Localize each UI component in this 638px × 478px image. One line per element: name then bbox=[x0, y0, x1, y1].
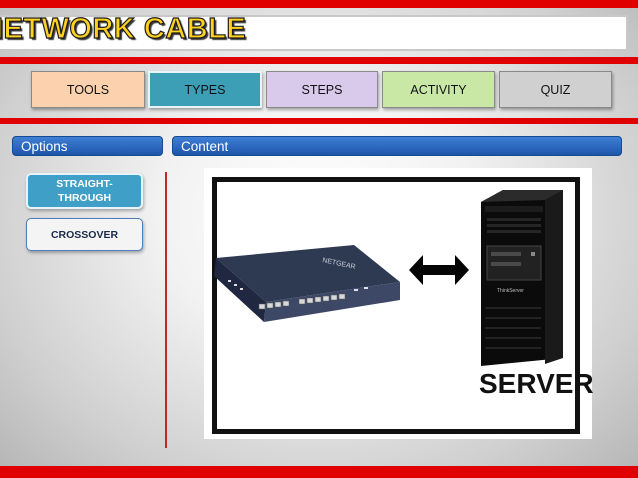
straight-through-label: STRAIGHT-THROUGH bbox=[56, 178, 113, 204]
switch-ports bbox=[258, 293, 346, 310]
straight-through-button[interactable]: STRAIGHT-THROUGH bbox=[26, 173, 143, 209]
server-label: SERVER bbox=[479, 368, 594, 399]
content-header: Content bbox=[172, 136, 622, 156]
tab-steps[interactable]: STEPS bbox=[266, 71, 378, 108]
content-header-label: Content bbox=[181, 138, 229, 154]
tab-quiz-label: QUIZ bbox=[540, 82, 571, 97]
options-header: Options bbox=[12, 136, 163, 156]
title-underline-band bbox=[0, 57, 638, 64]
bottom-red-band bbox=[0, 466, 638, 478]
crossover-label: CROSSOVER bbox=[50, 228, 119, 241]
server-tower-image: ThinkServer bbox=[481, 190, 563, 366]
tab-activity-label: ACTIVITY bbox=[410, 82, 467, 97]
top-red-band bbox=[0, 0, 638, 8]
tab-tools[interactable]: TOOLS bbox=[31, 71, 145, 108]
crossover-button[interactable]: CROSSOVER bbox=[26, 218, 143, 251]
image-frame bbox=[212, 177, 580, 434]
double-arrow-icon bbox=[409, 255, 469, 285]
tab-types-label: TYPES bbox=[184, 82, 226, 97]
tab-steps-label: STEPS bbox=[301, 82, 343, 97]
title-box: NETWORK CABLE bbox=[0, 12, 628, 51]
tab-activity[interactable]: ACTIVITY bbox=[382, 71, 495, 108]
network-switch-image: NETGEAR bbox=[214, 245, 400, 322]
page-title: NETWORK CABLE bbox=[0, 12, 247, 45]
tab-quiz[interactable]: QUIZ bbox=[499, 71, 612, 108]
tab-tools-label: TOOLS bbox=[66, 82, 110, 97]
content-image: NETGEAR ThinkServer SERVER bbox=[204, 168, 594, 439]
server-brand: ThinkServer bbox=[497, 288, 524, 294]
options-header-label: Options bbox=[21, 138, 68, 154]
nav-underline-band bbox=[0, 118, 638, 124]
tab-types[interactable]: TYPES bbox=[148, 71, 262, 108]
panel-divider bbox=[165, 172, 167, 448]
